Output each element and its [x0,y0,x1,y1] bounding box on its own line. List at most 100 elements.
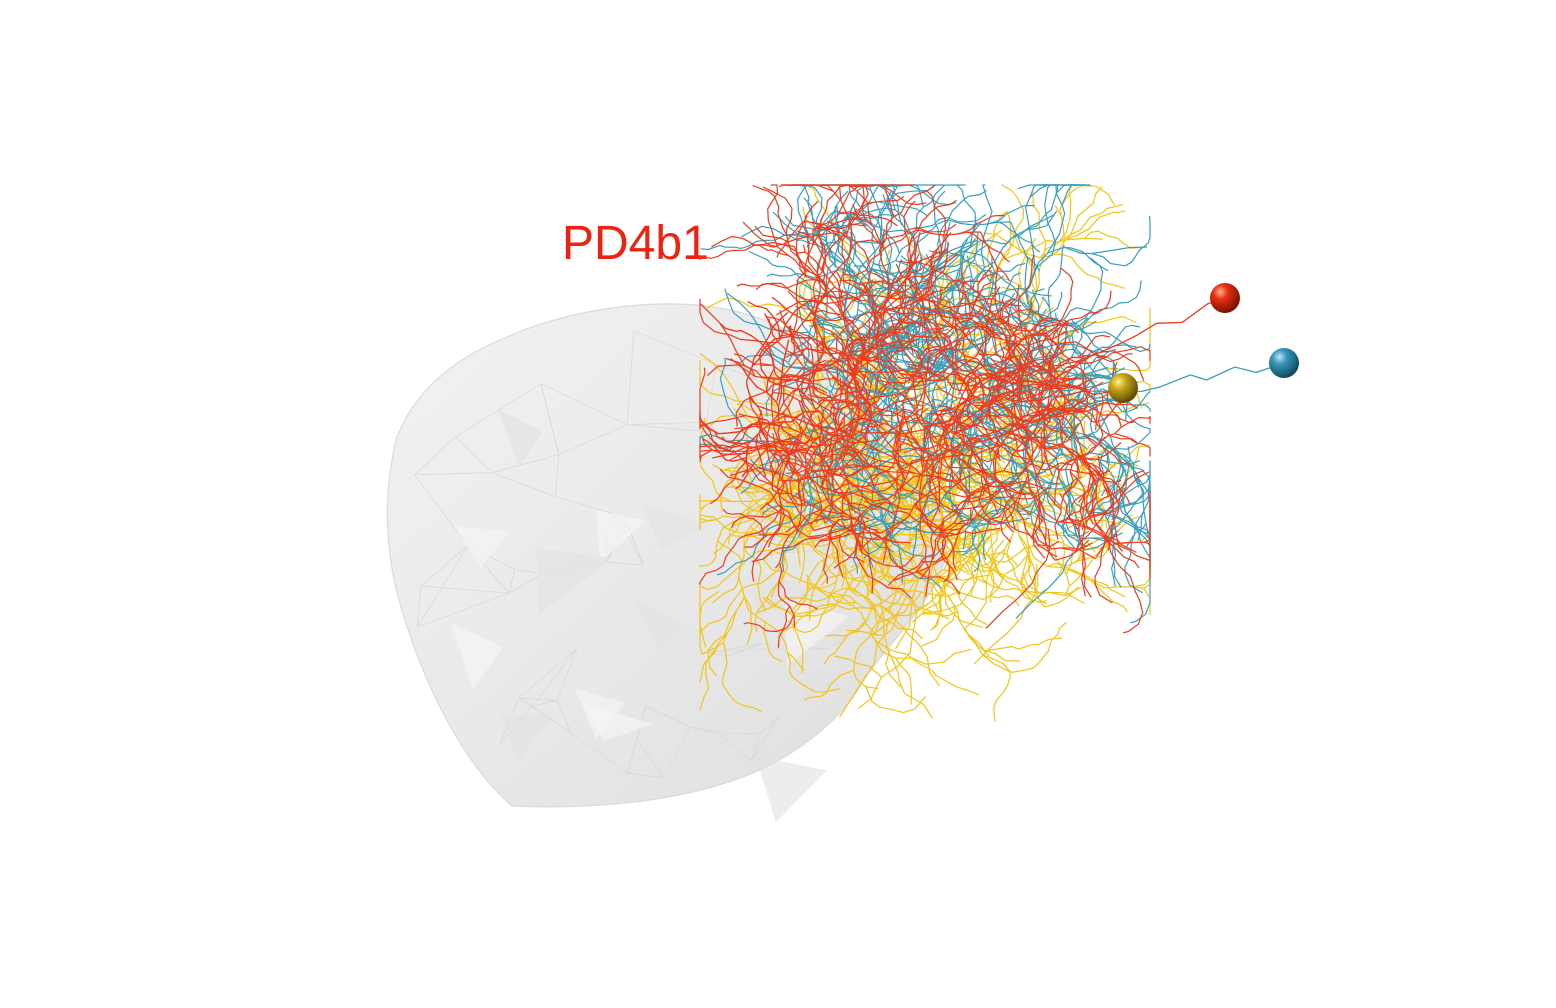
neurite-branch [980,539,1005,567]
neurite-branch [966,415,1030,460]
neurite-branch [1032,507,1046,559]
neurite-branch [840,417,918,444]
neurite-branch [869,632,907,655]
neurite-branch [1061,290,1112,326]
neurite-branch [921,564,965,613]
mesh-edge [508,573,543,594]
mesh-facet [630,596,684,651]
neurite-branch [950,446,971,494]
neurite-branch [991,229,1012,281]
neurite-branch [1063,455,1080,496]
neurite-branch [1025,467,1047,546]
neurite-branch [864,500,926,523]
neurite-branch [812,392,939,435]
neurite-branch [1108,324,1141,348]
neurite-branch [716,521,790,576]
neurite-branch [766,405,783,477]
neurite-branch [1049,591,1086,605]
neurite-branch [778,598,840,632]
neurite-branch [889,314,921,378]
neurite-branch [930,437,965,456]
neurite-branch [721,642,763,713]
neurite-branch [914,503,957,571]
neurite-branch [1021,205,1066,259]
neurite-branch [1115,468,1131,518]
neurite-branch [939,350,967,384]
neurite-branch [820,358,858,451]
neurite-branch [1028,184,1059,288]
neurite-branch [906,653,979,696]
neurite-branch [1071,431,1122,493]
neurite-branch [778,438,817,465]
mesh-facet [451,622,503,691]
neurite-branch [1004,378,1023,422]
neurite-branch [1082,551,1092,598]
neurite-branch [770,546,789,598]
neurite-branch [903,553,961,585]
neurite-branch [1118,446,1131,507]
neurite-branch [821,364,874,400]
mesh-edge [627,772,664,779]
neurite-branch [992,314,1027,330]
neurite-branch [925,407,952,438]
neurite-branch [828,391,869,430]
mesh-facet [454,526,510,569]
neurite-branch [866,328,904,369]
neurite-branch [809,559,825,622]
neurite-branch [1071,317,1089,361]
neurite-branch [1114,433,1151,457]
neurite-branch [776,348,806,402]
neurite-branch [699,249,733,261]
neurite-branch [865,429,882,470]
neurite-branch [778,414,804,468]
neurite-branch [711,235,806,254]
neurite-branch [699,494,715,508]
neurite-branch [777,339,790,407]
mesh-edge [417,545,469,628]
mesh-edge [759,511,770,555]
neurite-branch [726,358,780,421]
neurite-branch [930,574,990,582]
neurite-branch [741,225,836,244]
neurite-branch [918,269,960,289]
neurite-branch [925,239,978,273]
mesh-edge [554,454,560,497]
neurite-branch [964,627,1012,673]
neurite-branch [987,269,1024,306]
neurite-branch [1110,552,1144,634]
neurite-branch [1090,350,1145,381]
neurite-branch [1071,353,1133,363]
neurite-branch [982,654,1011,722]
neurite-branch [787,290,842,322]
neurite-branch [879,184,895,218]
neurite-branch [985,528,1051,629]
neurite-branch [968,498,991,527]
neurite-branch [872,402,891,478]
neurite-branch [878,546,886,576]
neurite-branch [961,229,1003,307]
neurite-branch [862,283,933,382]
neurite-branch [717,540,743,565]
neurite-branch [837,407,847,447]
neurite-branch [879,468,920,510]
neurite-branch [853,547,915,570]
neurite-branch [925,365,971,402]
neurite-branch [931,219,1011,230]
neurite-branch [914,477,954,507]
neurite-branch [812,512,909,541]
neurite-branch [1072,398,1129,423]
neurite-branch [956,377,1019,419]
mesh-edge [508,569,516,594]
neurite-branch [924,419,1017,442]
neurite-branch [973,564,1039,665]
neurite-branch [908,358,987,383]
neurite-branch [1044,586,1079,608]
neurite-branch [699,503,705,510]
neurite-branch [1041,327,1059,371]
neurite-branch [1070,318,1108,353]
neurite-branch [699,497,770,513]
neurite-branch [903,365,932,425]
neurite-branch [1022,572,1082,597]
neurite-branch [1073,406,1095,456]
neurite-branch [1011,428,1062,510]
